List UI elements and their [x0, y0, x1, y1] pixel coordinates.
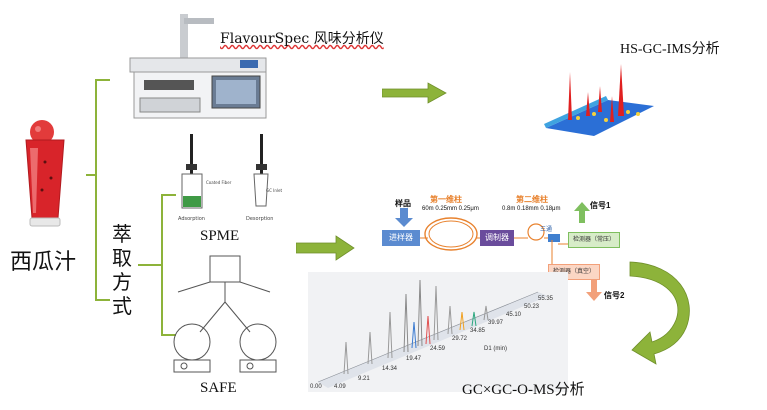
modulator-box: 调制器: [480, 230, 514, 246]
flavourspec-instrument-image: [120, 14, 270, 124]
arrow-to-gcxgc: [296, 235, 355, 261]
chrom-tick-24: 24.59: [430, 346, 446, 352]
column1-title: 第一维柱: [430, 195, 462, 204]
chrom-tick-9: 9.21: [358, 376, 370, 382]
safe-label: SAFE: [200, 380, 237, 396]
gcxgc-title: GC×GC-O-MS分析: [462, 382, 585, 398]
chrom-tick-4: 4.09: [334, 384, 346, 390]
detector2-label: 检测器（真空）: [552, 269, 595, 275]
arrow-to-gcims: [382, 82, 447, 104]
gcxgc-chromatogram: D1 (min) 55.35 50.23 45.10 39.97 34.85 2…: [308, 272, 568, 392]
column2-spec: 0.8m 0.18mm 0.18μm: [502, 206, 561, 212]
extraction-char-1: 萃: [112, 222, 132, 246]
curved-arrow: [629, 261, 690, 365]
chrom-tick-45: 45.10: [506, 312, 522, 318]
extraction-char-4: 式: [112, 294, 132, 318]
modulator-label: 调制器: [485, 233, 509, 242]
spme-label: SPME: [200, 228, 240, 244]
chrom-tick-55: 55.35: [538, 296, 554, 302]
spme-adsorption-label: Adsorption: [178, 216, 205, 222]
injector-box: 进样器: [382, 230, 420, 246]
chrom-tick-34: 34.85: [470, 328, 486, 334]
signal1-up-arrow: [574, 202, 590, 223]
extraction-char-2: 取: [112, 246, 132, 270]
instrument-label-text: FlavourSpec 风味分析仪: [220, 31, 384, 47]
safe-apparatus-image: [170, 252, 280, 376]
chrom-tick-14: 14.34: [382, 366, 398, 372]
column2-title: 第二维柱: [516, 195, 548, 204]
spme-inlet-label: GC Inlet: [266, 188, 282, 193]
signal2-down-arrow: [586, 280, 602, 301]
detector1-box: 检测器（常压）: [568, 232, 620, 248]
column1-spec: 60m 0.25mm 0.25μm: [422, 206, 479, 212]
gcims-3d-plot: [498, 46, 656, 136]
chrom-tick-50: 50.23: [524, 304, 540, 310]
sample-label: 西瓜汁: [10, 250, 77, 275]
signal1-label: 信号1: [590, 201, 611, 210]
signal2-label: 信号2: [604, 291, 625, 300]
injector-label: 进样器: [389, 233, 413, 242]
extraction-char-3: 方: [112, 270, 132, 294]
chrom-tick-19: 19.47: [406, 356, 422, 362]
instrument-label: FlavourSpec 风味分析仪: [220, 28, 384, 48]
spme-diagram: Coated Fiber GC Inlet Adsorption Desorpt…: [176, 134, 284, 230]
tee-label: 三通: [540, 227, 553, 233]
spme-coated-fiber-label: Coated Fiber: [206, 180, 232, 185]
column1-coil: [420, 217, 482, 251]
juice-glass-image: [20, 118, 70, 230]
sample-input-label: 样品: [395, 199, 411, 208]
spme-desorption-label: Desorption: [246, 216, 273, 222]
chrom-tick-29: 29.72: [452, 336, 468, 342]
chrom-tick-0: 0.00: [310, 384, 322, 390]
chrom-axis-label: D1 (min): [484, 346, 508, 352]
sample-down-arrow: [395, 208, 413, 227]
gcims-title: HS-GC-IMS分析: [620, 42, 720, 57]
extraction-label: 萃 取 方 式: [112, 222, 136, 318]
chrom-tick-39: 39.97: [488, 320, 504, 326]
tee-icon: [548, 234, 560, 242]
detector1-label: 检测器（常压）: [572, 237, 615, 243]
